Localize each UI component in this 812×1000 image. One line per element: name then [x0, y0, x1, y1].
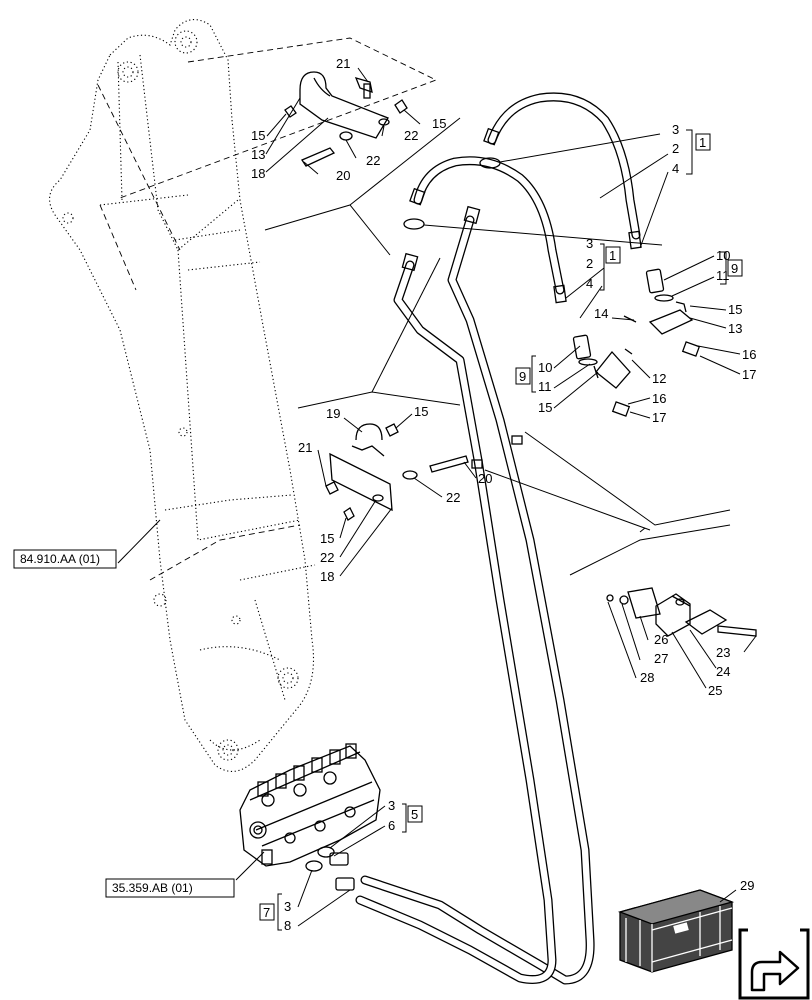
alignment-guides: [97, 37, 438, 581]
kit9-right-label: 9: [731, 261, 738, 276]
callout-3-valve-2: 3: [284, 899, 291, 914]
arm-reference-label: 84.910.AA (01): [20, 552, 100, 566]
callout-15-top-2: 15: [432, 116, 446, 131]
callout-10-right: 10: [716, 248, 730, 263]
callout-22-top-1: 22: [366, 153, 380, 168]
callout-28: 28: [640, 670, 654, 685]
callout-15-top-left: 15: [251, 128, 265, 143]
callout-18-top: 18: [251, 166, 265, 181]
crate-icon: [617, 889, 735, 973]
arrow-bracket-icon[interactable]: [738, 928, 810, 1000]
o-ring-upper: [317, 846, 335, 858]
callout-17-right-1: 17: [742, 367, 756, 382]
kit1-mid-label: 1: [609, 248, 616, 263]
callout-22-middle-1: 22: [446, 490, 460, 505]
kit5-box: [407, 805, 423, 823]
callout-15-right: 15: [728, 302, 742, 317]
callout-27: 27: [654, 651, 668, 666]
clamp-group-lower-right: [606, 587, 757, 637]
boom-arm: [49, 19, 316, 772]
callout-16-right-2: 16: [652, 391, 666, 406]
kit9-left-label: 9: [519, 369, 526, 384]
callout-21-top: 21: [336, 56, 350, 71]
callout-16-right-1: 16: [742, 347, 756, 362]
callout-15-middle-2: 15: [320, 531, 334, 546]
callout-19-middle: 19: [326, 406, 340, 421]
callout-3-valve-1: 3: [388, 798, 395, 813]
callout-15-left: 15: [538, 400, 552, 415]
callout-25: 25: [708, 683, 722, 698]
callout-24: 24: [716, 664, 730, 679]
valve-reference-box[interactable]: [105, 878, 235, 898]
kit5-label: 5: [411, 807, 418, 822]
kit9-left-box: [515, 367, 531, 385]
callout-3-kit1-top: 3: [672, 122, 679, 137]
callout-4-kit1-top: 4: [672, 161, 679, 176]
callout-3-kit1-mid: 3: [586, 236, 593, 251]
callout-22-top-2: 22: [404, 128, 418, 143]
callout-21-middle: 21: [298, 440, 312, 455]
kit7-box: [259, 903, 275, 921]
kit1-top-label: 1: [699, 135, 706, 150]
callout-6-valve: 6: [388, 818, 395, 833]
callout-10-left: 10: [538, 360, 552, 375]
callout-26: 26: [654, 632, 668, 647]
kit1-mid-box: [605, 246, 621, 264]
callout-13-top: 13: [251, 147, 265, 162]
kit1-top-box: [695, 133, 711, 151]
kit7-label: 7: [263, 905, 270, 920]
callout-11-right: 11: [716, 268, 730, 283]
callout-14-right: 14: [594, 306, 608, 321]
callout-17-right-2: 17: [652, 410, 666, 425]
callout-2-kit1-mid: 2: [586, 256, 593, 271]
callout-20-middle: 20: [478, 471, 492, 486]
hydraulic-hoses: [329, 92, 642, 985]
arm-reference-box[interactable]: [13, 549, 117, 569]
callout-22-middle-2: 22: [320, 550, 334, 565]
callout-2-kit1-top: 2: [672, 141, 679, 156]
clamp-assembly-middle: [325, 423, 469, 521]
callout-4-kit1-mid: 4: [586, 276, 593, 291]
valve-reference-label: 35.359.AB (01): [112, 881, 193, 895]
o-ring-lower: [305, 860, 323, 872]
arm-ref-leader: [117, 519, 161, 564]
callout-11-left: 11: [538, 379, 552, 394]
callout-13-right: 13: [728, 321, 742, 336]
clamp-assembly-top: [284, 71, 408, 167]
callout-12-right: 12: [652, 371, 666, 386]
control-valve: [239, 743, 381, 867]
callout-18-middle: 18: [320, 569, 334, 584]
callout-20-top: 20: [336, 168, 350, 183]
callout-23: 23: [716, 645, 730, 660]
kit9-right-box: [727, 259, 743, 277]
adapter-group-right: [572, 268, 701, 417]
callout-29: 29: [740, 878, 754, 893]
callout-8-valve: 8: [284, 918, 291, 933]
callout-15-middle: 15: [414, 404, 428, 419]
